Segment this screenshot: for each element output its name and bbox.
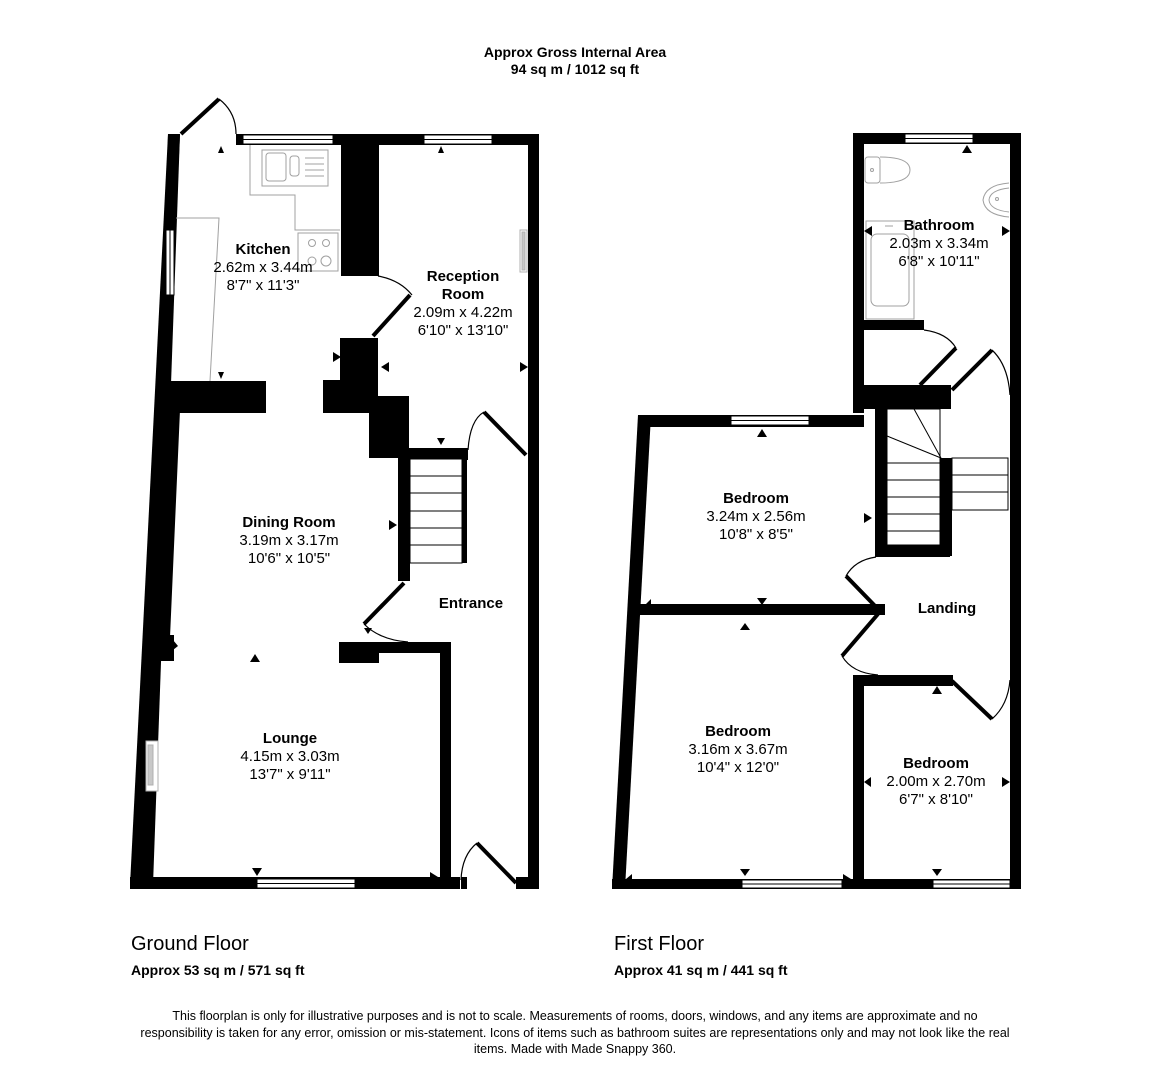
- first-floor-title: First Floor: [614, 933, 704, 955]
- first-floor-plan: [612, 133, 1021, 889]
- window-icon: [730, 133, 1011, 889]
- room-name: Kitchen: [235, 241, 291, 258]
- room-label-kitchen: Kitchen 2.62m x 3.44m 8'7" x 11'3": [213, 241, 312, 295]
- first-floor-area: Approx 41 sq m / 441 sq ft: [614, 962, 788, 978]
- door-swing-icon: [467, 410, 528, 457]
- room-dimensions-metric: 2.62m x 3.44m: [213, 259, 313, 276]
- room-dimensions-metric: 3.24m x 2.56m: [706, 508, 806, 525]
- room-label-reception-room: Reception Room 2.09m x 4.22m 6'10" x 13'…: [413, 268, 512, 340]
- room-label-dining-room: Dining Room 3.19m x 3.17m 10'6" x 10'5": [239, 514, 338, 568]
- disclaimer-text: This floorplan is only for illustrative …: [140, 1009, 1010, 1056]
- room-label-landing: Landing: [918, 600, 976, 618]
- room-name: Entrance: [438, 595, 504, 612]
- ground-floor-title: Ground Floor: [131, 933, 249, 955]
- dimension-arrow-icon: [145, 146, 528, 877]
- room-dimensions-metric: 3.16m x 3.67m: [688, 741, 788, 758]
- stair-wall: [398, 448, 410, 581]
- room-dimensions-metric: 4.15m x 3.03m: [240, 748, 340, 765]
- room-dimensions-imperial: 6'7" x 8'10": [899, 791, 973, 808]
- room-name-line2: Room: [441, 286, 485, 303]
- room-name: Lounge: [262, 730, 318, 747]
- door-swing-icon: [362, 581, 409, 643]
- dimension-arrow-icon: [626, 145, 1010, 879]
- door-swing-icon: [840, 612, 880, 676]
- bath-icon: [865, 220, 915, 320]
- room-name: Dining Room: [242, 514, 336, 531]
- room-label-bedroom-1: Bedroom 3.24m x 2.56m 10'8" x 8'5": [706, 490, 805, 544]
- room-label-bathroom: Bathroom 2.03m x 3.34m 6'8" x 10'11": [889, 217, 988, 271]
- wall-exterior-top: [236, 134, 538, 145]
- room-name: Bedroom: [723, 490, 789, 507]
- room-name: Bedroom: [705, 723, 771, 740]
- room-dimensions-imperial: 6'10" x 13'10": [417, 322, 509, 339]
- room-label-bedroom-2: Bedroom 3.16m x 3.67m 10'4" x 12'0": [688, 723, 787, 777]
- gross-area-value: 94 sq m / 1012 sq ft: [510, 61, 640, 77]
- room-dimensions-imperial: 13'7" x 9'11": [249, 766, 331, 783]
- ground-floor-area: Approx 53 sq m / 571 sq ft: [131, 962, 305, 978]
- room-dimensions-metric: 3.19m x 3.17m: [239, 532, 339, 549]
- wall-exterior-right: [1010, 133, 1021, 889]
- ground-floor-plan: [130, 97, 539, 889]
- door-swing-icon: [844, 556, 880, 611]
- kitchen-worktop: [176, 145, 340, 382]
- room-dimensions-metric: 2.09m x 4.22m: [413, 304, 513, 321]
- radiator-icon: [145, 229, 528, 792]
- door-swing-icon: [918, 329, 958, 387]
- wall-exterior-right: [528, 134, 539, 889]
- sink-icon: [261, 149, 329, 187]
- room-label-entrance: Entrance: [439, 595, 503, 613]
- room-label-bedroom-3: Bedroom 2.00m x 2.70m 6'7" x 8'10": [886, 755, 985, 809]
- basin-icon: [982, 182, 1010, 218]
- room-label-lounge: Lounge 4.15m x 3.03m 13'7" x 9'11": [240, 730, 339, 784]
- room-dimensions-imperial: 10'8" x 8'5": [719, 526, 793, 543]
- room-dimensions-metric: 2.03m x 3.34m: [889, 235, 989, 252]
- room-dimensions-metric: 2.00m x 2.70m: [886, 773, 986, 790]
- door-swing-icon: [950, 679, 1011, 721]
- door-swing-icon: [179, 97, 237, 136]
- room-name: Bedroom: [903, 755, 969, 772]
- room-dimensions-imperial: 6'8" x 10'11": [898, 253, 980, 270]
- chimney-breast: [341, 134, 379, 276]
- room-name: Landing: [917, 600, 977, 617]
- room-name-line1: Reception: [426, 268, 500, 285]
- gross-area-title: Approx Gross Internal Area: [483, 44, 667, 60]
- wall-lounge-entrance: [440, 642, 451, 887]
- toilet-icon: [864, 156, 911, 184]
- stairs-icon: [409, 458, 463, 564]
- hob-icon: [297, 232, 339, 272]
- door-swing-icon: [460, 841, 518, 885]
- stairs-icon: [886, 408, 1009, 546]
- room-dimensions-imperial: 10'4" x 12'0": [696, 759, 780, 776]
- room-dimensions-imperial: 8'7" x 11'3": [226, 277, 300, 294]
- door-swing-icon: [950, 348, 1011, 396]
- door-swing-icon: [371, 275, 413, 338]
- window-icon: [165, 134, 493, 889]
- room-name: Bathroom: [903, 217, 975, 234]
- room-dimensions-imperial: 10'6" x 10'5": [247, 550, 331, 567]
